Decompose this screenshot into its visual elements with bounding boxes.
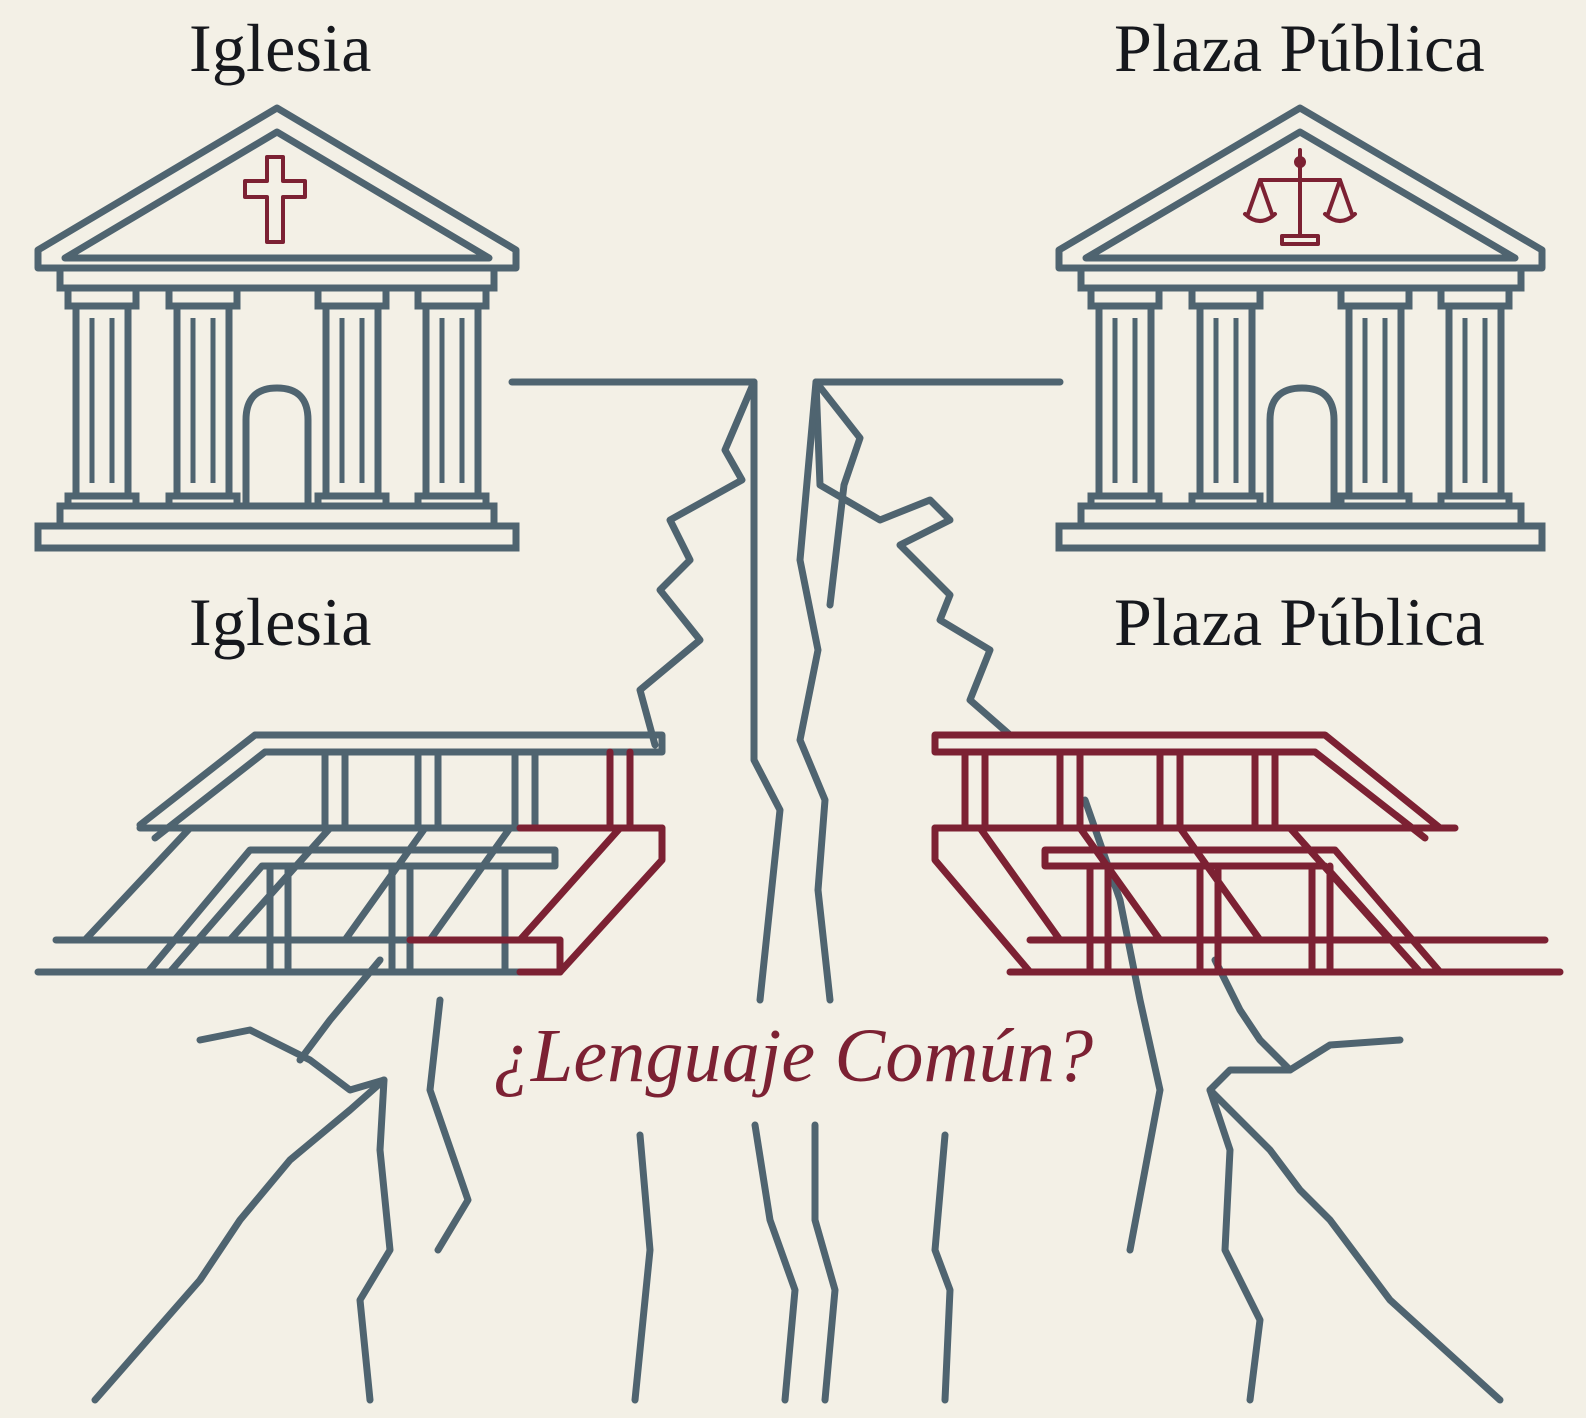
common-language-question: ¿Lenguaje Común?	[492, 1014, 1094, 1098]
church-building-icon	[34, 104, 520, 552]
left-bridge-slate	[34, 731, 666, 976]
mid-right-label: Plaza Pública	[1114, 584, 1485, 660]
scales-of-justice-icon	[1243, 148, 1357, 246]
top-left-label: Iglesia	[189, 10, 372, 86]
top-right-label: Plaza Pública	[1114, 10, 1485, 86]
mid-left-label: Iglesia	[189, 584, 372, 660]
cross-icon	[243, 155, 307, 244]
left-bridge-maroon	[406, 748, 666, 976]
right-bridge-maroon	[931, 731, 1564, 976]
